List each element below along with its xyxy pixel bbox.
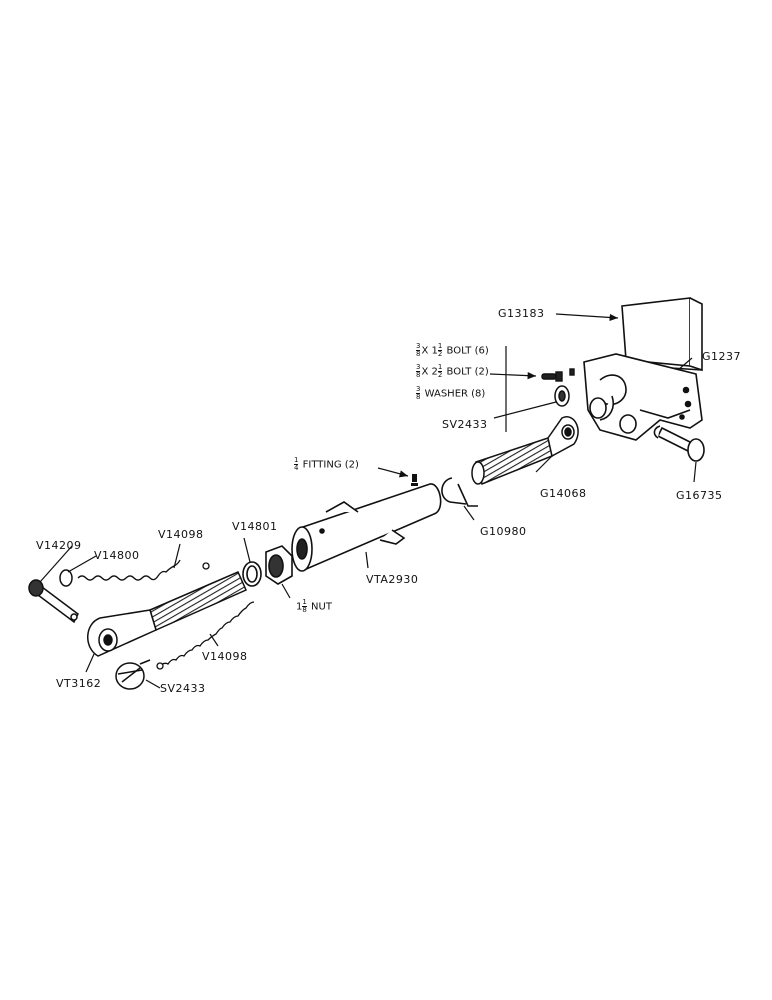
threaded-rod-g14068 — [471, 416, 579, 486]
tube-vta2930 — [291, 483, 442, 572]
label-g1237: G1237 — [702, 350, 742, 363]
leader-lines — [39, 313, 697, 689]
label-sv2433-bottom: SV2433 — [160, 682, 206, 695]
washer-v14801 — [242, 561, 262, 587]
label-v14098-bottom: V14098 — [202, 650, 248, 663]
label-sv2433-top: SV2433 — [442, 418, 488, 431]
label-g16735: G16735 — [676, 489, 723, 502]
label-g13183: G13183 — [498, 307, 545, 320]
label-g10980: G10980 — [480, 525, 527, 538]
threaded-rod-vt3162 — [87, 571, 247, 657]
label-v14800: V14800 — [94, 549, 140, 562]
washer-sv2433-top — [554, 385, 570, 407]
bracket-g13183 — [621, 297, 703, 372]
bolt-and-nut — [541, 368, 575, 382]
label-vta2930: VTA2930 — [366, 573, 419, 586]
clip-v14800 — [59, 569, 73, 587]
pin-g16735 — [653, 425, 705, 462]
clevis-bracket-g1237 — [583, 353, 703, 441]
nut-1-1-8 — [265, 545, 293, 585]
label-vt3162: VT3162 — [56, 677, 102, 690]
lynch-pin-sv2433-bottom — [115, 659, 151, 690]
chain-v14098-top — [77, 559, 210, 581]
grease-fitting — [411, 474, 418, 486]
label-v14098-top: V14098 — [158, 528, 204, 541]
chain-v14098-bottom — [156, 601, 255, 670]
label-g14068: G14068 — [540, 487, 587, 500]
clip-g10980 — [441, 477, 478, 507]
label-v14209: V14209 — [36, 539, 82, 552]
label-v14801: V14801 — [232, 520, 278, 533]
pin-v14209 — [28, 579, 79, 624]
